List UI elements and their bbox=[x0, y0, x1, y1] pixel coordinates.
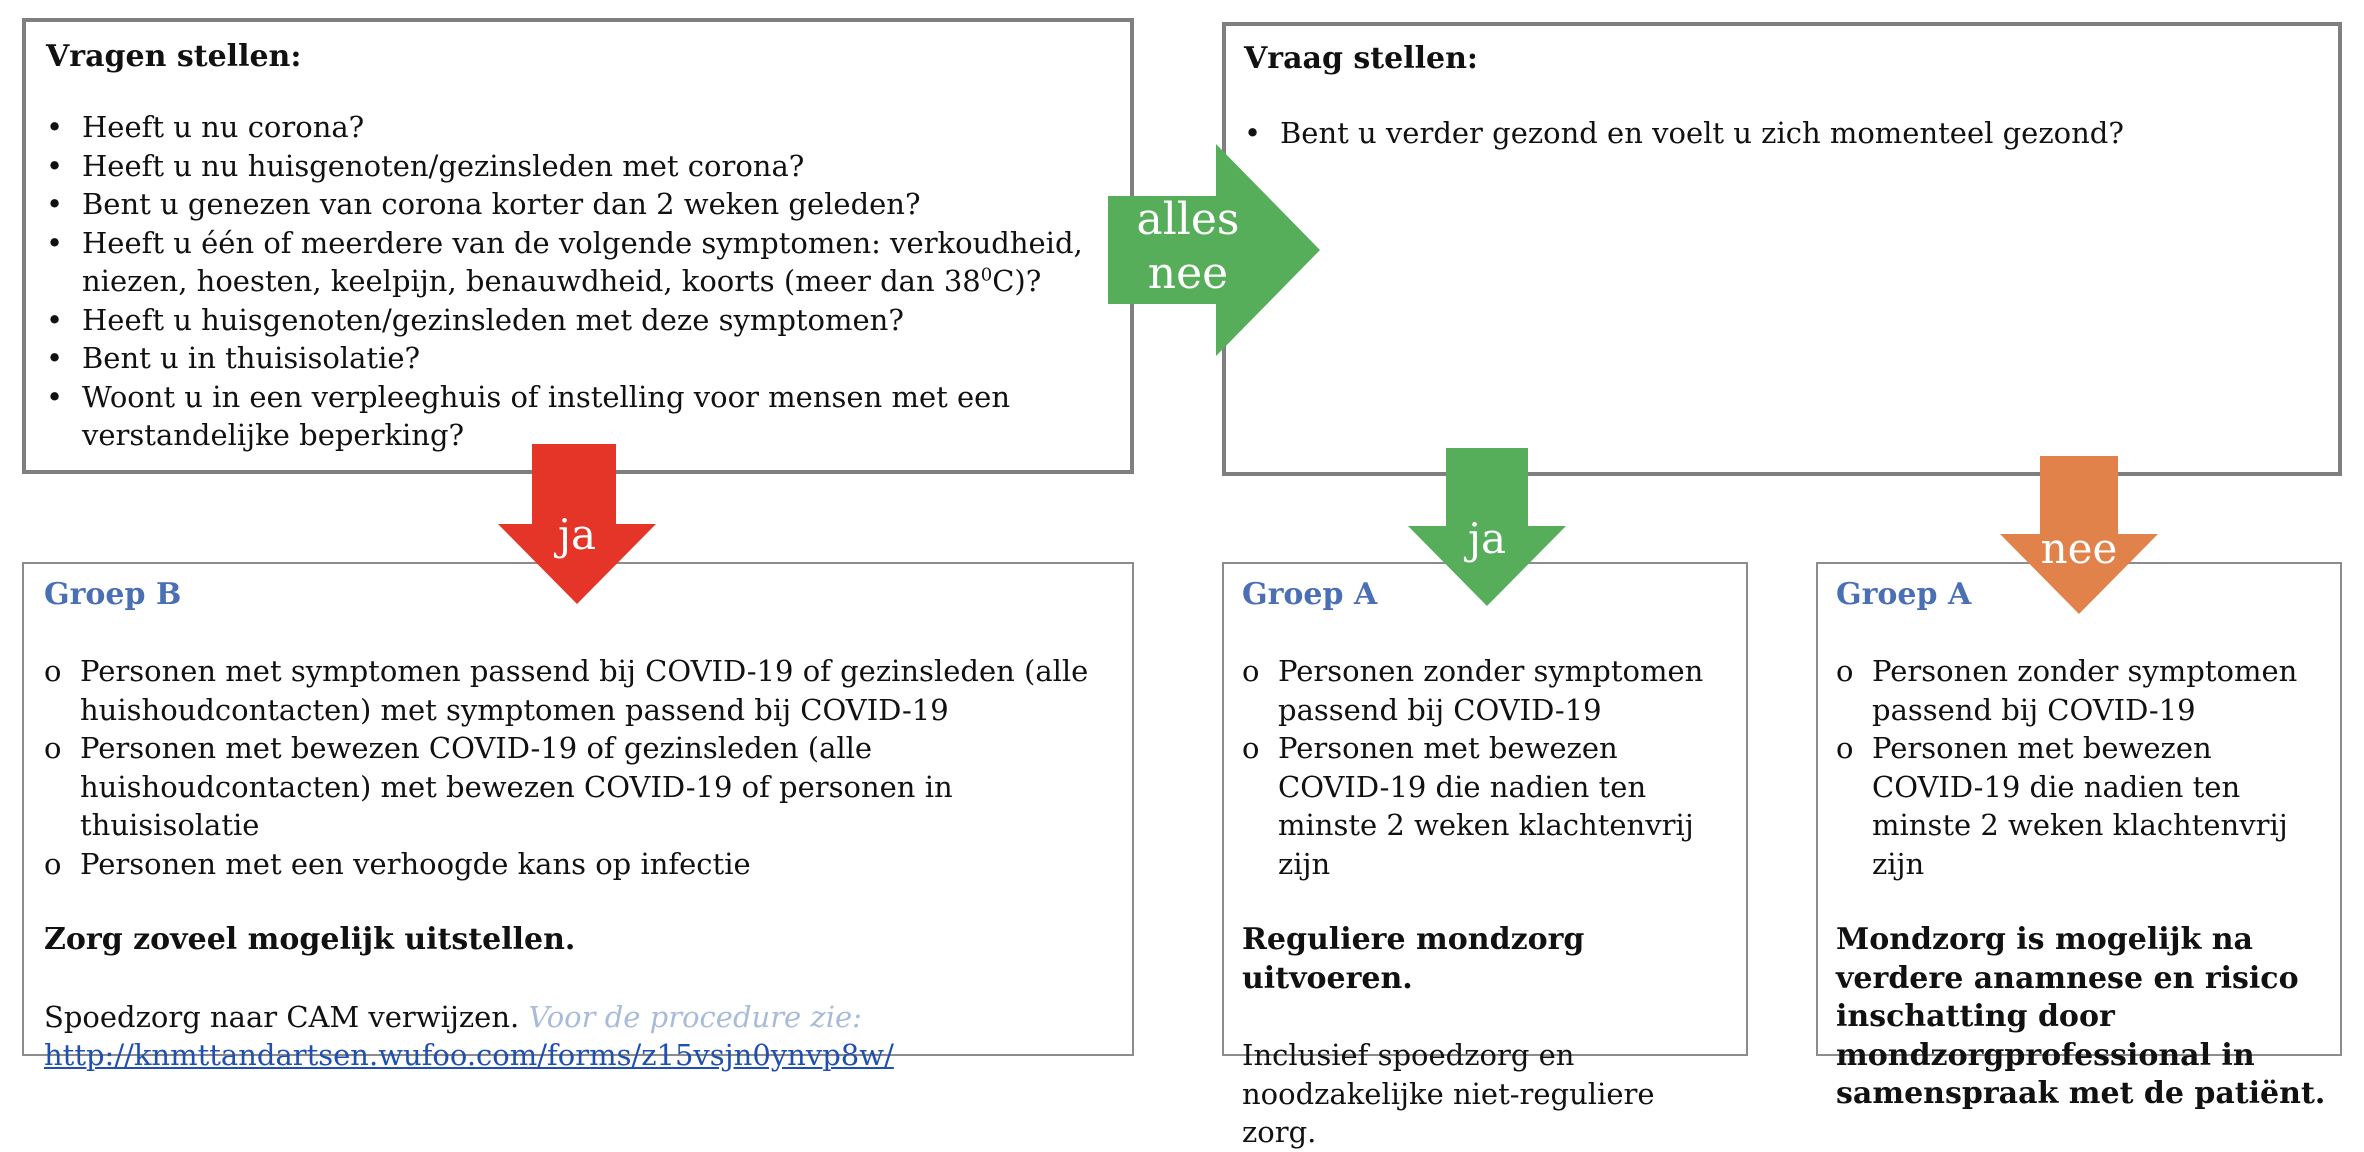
group-a-yes-action: Reguliere mondzorg uitvoeren. bbox=[1242, 922, 1585, 996]
group-b-action: Zorg zoveel mogelijk uitstellen. bbox=[44, 922, 576, 957]
bullet-icon: • bbox=[46, 341, 64, 375]
questions-list: •Heeft u nu corona? •Heeft u nu huisgeno… bbox=[46, 108, 1118, 455]
all-no-arrow: alles nee bbox=[1108, 144, 1320, 356]
bullet-icon: • bbox=[46, 225, 64, 260]
no-right-arrow-shape bbox=[2000, 456, 2158, 614]
yes-right-arrow-shape bbox=[1408, 448, 1566, 606]
yes-left-arrow-shape bbox=[498, 444, 656, 604]
procedure-hint: Voor de procedure zie: bbox=[528, 999, 862, 1034]
question-item: •Heeft u huisgenoten/gezinsleden met dez… bbox=[46, 301, 1118, 340]
bullet-icon: • bbox=[46, 379, 64, 414]
question-box: Vraag stellen: •Bent u verder gezond en … bbox=[1222, 22, 2342, 476]
yes-right-arrow: ja bbox=[1408, 448, 1566, 606]
procedure-link[interactable]: http://knmttandartsen.wufoo.com/forms/z1… bbox=[44, 1038, 894, 1072]
all-no-label-line2: nee bbox=[1147, 248, 1229, 299]
yes-left-label: ja bbox=[557, 510, 597, 559]
circle-bullet-icon: o bbox=[44, 731, 62, 765]
right-arrow-icon bbox=[1108, 144, 1320, 356]
question-item: •Heeft u één of meerdere van de volgende… bbox=[46, 225, 1083, 299]
group-b-referral: Spoedzorg naar CAM verwijzen. Voor de pr… bbox=[44, 998, 1112, 1037]
question-item: •Bent u verder gezond en voelt u zich mo… bbox=[1244, 114, 2318, 153]
question-item: •Heeft u nu huisgenoten/gezinsleden met … bbox=[46, 147, 1118, 186]
yes-right-label: ja bbox=[1467, 514, 1507, 563]
group-a-no-title: Groep A bbox=[1836, 577, 1972, 612]
group-a-no-action: Mondzorg is mogelijk na verdere anamnese… bbox=[1836, 922, 2326, 1111]
referral-text: Spoedzorg naar CAM verwijzen. bbox=[44, 999, 520, 1034]
no-right-label: nee bbox=[2040, 524, 2118, 573]
circle-bullet-icon: o bbox=[1836, 731, 1854, 765]
bullet-icon: • bbox=[46, 110, 64, 144]
bullet-icon: • bbox=[1244, 116, 1262, 150]
questions-heading: Vragen stellen: bbox=[46, 39, 302, 74]
circle-bullet-icon: o bbox=[44, 654, 62, 688]
circle-bullet-icon: o bbox=[1836, 654, 1854, 688]
question-item: •Woont u in een verpleeghuis of instelli… bbox=[46, 379, 1010, 453]
circle-bullet-icon: o bbox=[1242, 731, 1260, 765]
bullet-icon: • bbox=[46, 148, 64, 183]
bullet-icon: • bbox=[46, 187, 64, 221]
question-item: •Bent u in thuisisolatie? bbox=[46, 339, 1118, 378]
group-a-yes-note: Inclusief spoedzorg en noodzakelijke nie… bbox=[1242, 1038, 1655, 1149]
yes-left-arrow: ja bbox=[498, 444, 656, 604]
question-list: •Bent u verder gezond en voelt u zich mo… bbox=[1244, 114, 2318, 153]
group-a-yes-title: Groep A bbox=[1242, 577, 1378, 612]
circle-bullet-icon: o bbox=[1242, 654, 1260, 688]
question-item: •Bent u genezen van corona korter dan 2 … bbox=[46, 185, 1118, 224]
bullet-icon: • bbox=[46, 302, 64, 337]
down-arrow-icon bbox=[1408, 448, 1566, 606]
circle-bullet-icon: o bbox=[44, 846, 62, 881]
group-b-title: Groep B bbox=[44, 577, 182, 612]
question-heading: Vraag stellen: bbox=[1244, 41, 1478, 76]
down-arrow-icon bbox=[2000, 456, 2158, 614]
question-item: •Heeft u nu corona? bbox=[46, 108, 1118, 147]
questions-box: Vragen stellen: •Heeft u nu corona? •Hee… bbox=[22, 18, 1134, 474]
all-no-arrow-shape bbox=[1108, 144, 1320, 356]
all-no-label-line1: alles bbox=[1136, 194, 1240, 245]
down-arrow-icon bbox=[498, 444, 656, 604]
no-right-arrow: nee bbox=[2000, 456, 2158, 614]
